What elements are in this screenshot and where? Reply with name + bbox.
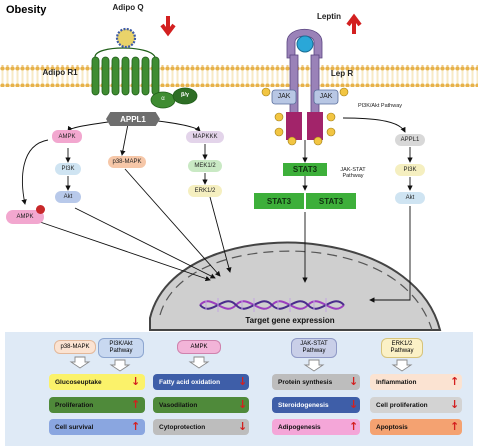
adipo-r1-receptor [91,56,160,96]
protein-synthesis-box: Protein synthesis [272,374,360,390]
akt-box: Akt [55,191,81,203]
pi3k-akt-header: PI3K/Akt Pathway [98,338,144,358]
stat3-left-box: STAT3 [254,193,304,209]
inflammation-label: Inflammation [376,378,417,386]
appl1-box: APPL1 [106,112,160,126]
mapkkk-box: MAPKKK [186,131,224,143]
p38-mapk-header: p38-MAPK [54,340,96,354]
signal-arrows [21,117,413,303]
cell-survival-up-arrow: ↑ [131,420,141,433]
p38-mapk-box: p38-MAPK [108,156,146,168]
cell-proliferation-label: Cell proliferation [376,401,428,409]
cell-proliferation-box: Cell proliferation [370,397,462,413]
vasodilation-label: Vasodilation [159,401,198,409]
apoptosis-up-arrow: ↑ [450,420,460,433]
leptin-label: Leptin [317,12,341,21]
inflammation-box: Inflammation [370,374,462,390]
proliferation-up-arrow: ↑ [131,398,141,411]
cytoprotection-down-arrow: ↓ [238,420,248,433]
vasodilation-down-arrow: ↓ [238,398,248,411]
glucose-down-arrow: ↓ [131,375,141,388]
ampk-header: AMPK [177,340,221,354]
proliferation-label: Proliferation [55,401,94,409]
dna-helix [199,298,345,312]
beta-gamma-label: β/γ [181,92,189,98]
glucose-uptake-box: Glucoseuptake [49,374,145,390]
cytoprotection-box: Cytoprotection [153,419,249,435]
apoptosis-label: Apoptosis [376,423,408,431]
phospho-dot [36,205,45,214]
steroidogenesis-label: Steroidogenesis [278,401,329,409]
mek-box: MEK1/2 [188,160,222,172]
stat3-right-box: STAT3 [306,193,356,209]
leptin-up-arrow [346,13,362,34]
pi3k-box: PI3K [55,163,81,175]
cell-membrane [0,65,478,87]
protein-synthesis-down-arrow: ↓ [349,375,359,388]
fatty-acid-box: Fatty acid oxidation [153,374,249,390]
protein-synthesis-label: Protein synthesis [278,378,333,386]
adipo-q-label: Adipo Q [112,3,144,12]
vasodilation-box: Vasodilation [153,397,249,413]
stat3-top-box: STAT3 [283,163,327,176]
jak-stat-header: JAK-STAT Pathway [291,338,337,358]
leptin-ligand [296,35,314,53]
erk-box: ERK1/2 [188,185,222,197]
cell-survival-box: Cell survival [49,419,145,435]
inflammation-up-arrow: ↑ [450,375,460,388]
adipo-q-ligand [115,27,137,49]
lep-r-label: Lep R [330,69,354,78]
alpha-label: α [161,96,165,102]
akt-right-box: Akt [395,192,425,204]
panel-down-arrows [69,356,413,372]
apoptosis-box: Apoptosis [370,419,462,435]
proliferation-box: Proliferation [49,397,145,413]
steroidogenesis-box: Steroidogenesis [272,397,360,413]
fatty-acid-down-arrow: ↓ [238,375,248,388]
jak-right [313,89,339,105]
erk-header: ERK1/2 Pathway [381,338,423,358]
cell-proliferation-down-arrow: ↓ [450,398,460,411]
jak-left-label: JAK [277,93,291,100]
adipo-r1-loop [94,47,156,58]
adipo-q-down-arrow [160,16,176,37]
jak-stat-label: JAK-STAT Pathway [340,167,366,179]
steroidogenesis-down-arrow: ↓ [349,398,359,411]
glucose-uptake-label: Glucoseuptake [55,378,102,386]
fatty-acid-label: Fatty acid oxidation [159,378,221,386]
phosphate-groups [261,87,349,146]
appl1-right-box: APPL1 [395,134,425,146]
adipogenesis-box: Adipogenesis [272,419,360,435]
jak-left [271,89,297,105]
cytoprotection-label: Cytoprotection [159,423,206,431]
adipogenesis-up-arrow: ↑ [349,420,359,433]
jak-right-label: JAK [319,93,333,100]
adipogenesis-label: Adipogenesis [278,423,321,431]
nuclear-membrane-inner [159,250,433,331]
adipo-r1-label: Adipo R1 [42,68,78,77]
pi3k-right-box: PI3K [395,164,425,176]
target-gene-label: Target gene expression [245,316,335,325]
diagram-title: Obesity [6,4,47,16]
ampk-bottom-box: AMPK [6,210,44,224]
cell-survival-label: Cell survival [55,423,94,431]
pi3k-akt-label: PI3K/Akt Pathway [357,103,403,109]
g-beta-gamma-subunit [172,87,198,105]
ampk-top-box: AMPK [52,130,82,143]
